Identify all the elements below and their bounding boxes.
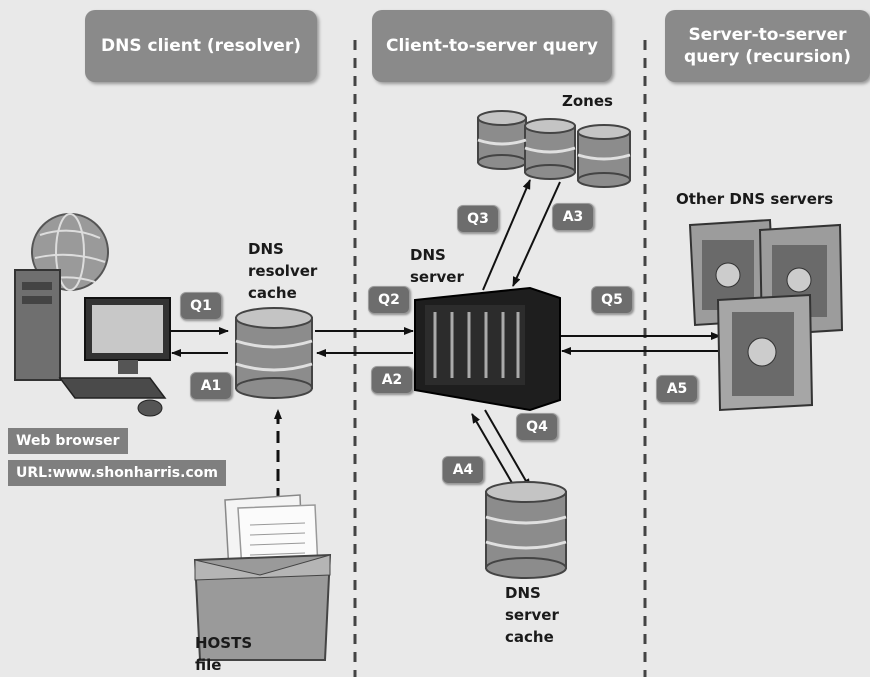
dns-resolver-cache-label: DNS resolver cache — [248, 240, 318, 302]
header-dns-client: DNS client (resolver) — [85, 10, 317, 82]
badge-a1: A1 — [190, 372, 232, 400]
badge-a5: A5 — [656, 375, 698, 403]
arrow-q3 — [482, 179, 531, 291]
other-dns-servers-label: Other DNS servers — [676, 190, 834, 208]
header-client-to-server-query: Client-to-server query — [372, 10, 612, 82]
badge-q1: Q1 — [180, 292, 222, 320]
badge-a4: A4 — [442, 456, 484, 484]
zones-label: Zones — [562, 92, 613, 110]
dns-resolver-cache-icon — [235, 307, 313, 399]
arrow-a3 — [512, 181, 561, 287]
badge-a2: A2 — [371, 366, 413, 394]
url-tag: URL:www.shonharris.com — [8, 460, 226, 486]
web-browser-tag: Web browser — [8, 428, 128, 454]
badge-q3: Q3 — [457, 205, 499, 233]
hosts-file-label: HOSTS file — [195, 634, 253, 674]
dns-server-cache-label: DNS server cache — [505, 584, 559, 646]
arrow-a4 — [471, 413, 516, 489]
arrow-q4 — [484, 409, 531, 489]
other-dns-servers-icon — [688, 218, 844, 412]
dns-server-label: DNS server — [410, 246, 464, 286]
zones-database-icon — [477, 110, 631, 188]
header-server-to-server-query: Server-to-server query (recursion) — [665, 10, 870, 82]
badge-a3: A3 — [552, 203, 594, 231]
badge-q4: Q4 — [516, 413, 558, 441]
dns-server-cache-icon — [485, 481, 567, 579]
dns-server-icon — [414, 286, 561, 412]
badge-q5: Q5 — [591, 286, 633, 314]
badge-q2: Q2 — [368, 286, 410, 314]
hosts-file-folder-icon — [193, 494, 332, 661]
web-browser-computer-icon — [14, 213, 171, 417]
